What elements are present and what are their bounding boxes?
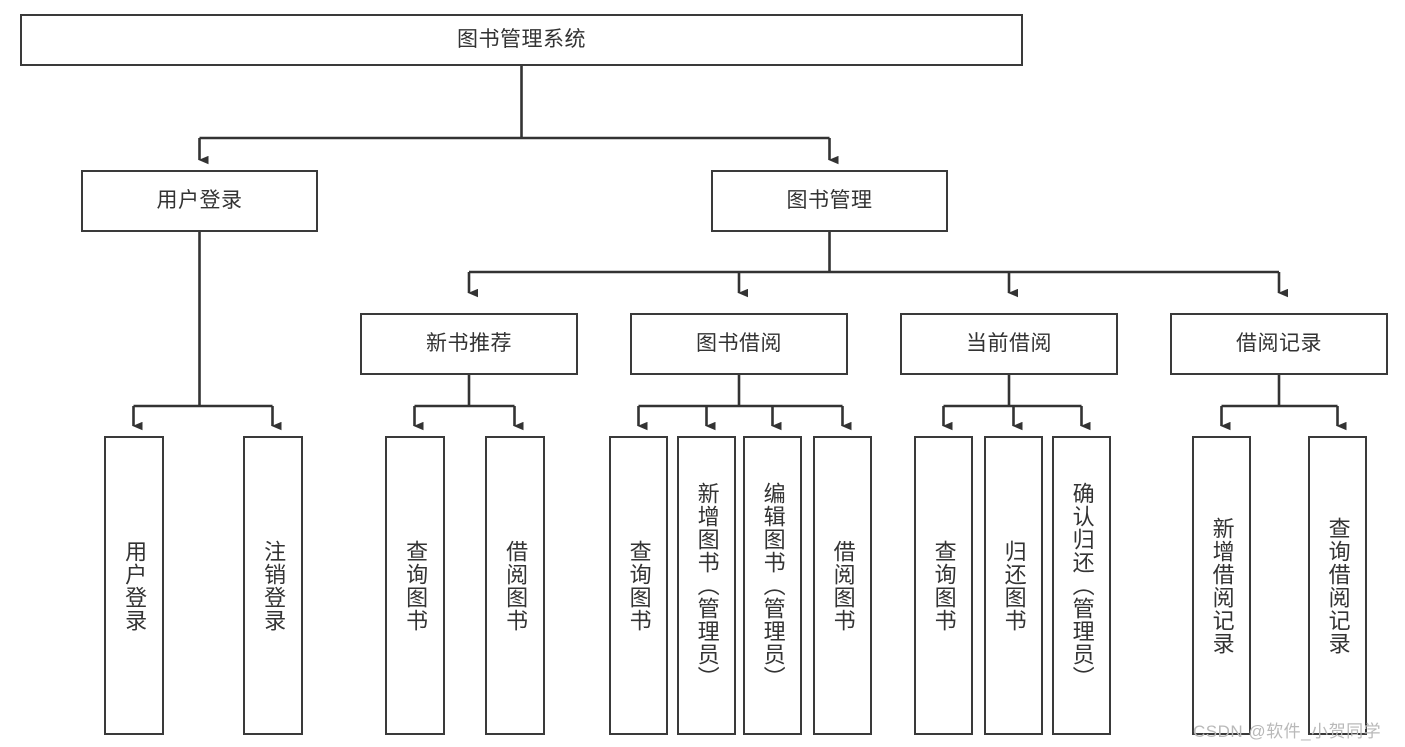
node-label: 新增图书（管理员） (694, 482, 720, 689)
leaf-return-book[interactable]: 归还图书 (984, 436, 1043, 735)
leaf-query-borrow-record[interactable]: 查询借阅记录 (1308, 436, 1367, 735)
edges-bookmgmt-to-level3 (467, 232, 1288, 298)
node-label: 查询图书 (403, 539, 429, 632)
edges-booklogin-to-leaves (132, 232, 282, 431)
node-label: 图书管理 (786, 189, 873, 213)
node-label: 用户登录 (122, 539, 148, 632)
node-label: 图书管理系统 (457, 28, 586, 52)
edges-newbook-to-leaves (413, 375, 524, 431)
node-label: 借阅图书 (503, 539, 529, 632)
node-label: 确认归还（管理员） (1069, 482, 1095, 689)
node-current-borrow[interactable]: 当前借阅 (900, 313, 1118, 375)
leaf-borrow-book-newbook[interactable]: 借阅图书 (485, 436, 545, 735)
node-label: 新增借阅记录 (1209, 516, 1235, 655)
node-label: 查询借阅记录 (1325, 516, 1351, 655)
edges-borrowrecord-to-leaves (1220, 375, 1347, 431)
node-label: 归还图书 (1001, 539, 1027, 632)
node-label: 查询图书 (626, 539, 652, 632)
node-new-book-recommend[interactable]: 新书推荐 (360, 313, 578, 375)
leaf-borrow-book[interactable]: 借阅图书 (813, 436, 872, 735)
leaf-add-borrow-record[interactable]: 新增借阅记录 (1192, 436, 1251, 735)
node-label: 图书借阅 (696, 332, 782, 356)
node-user-login[interactable]: 用户登录 (81, 170, 318, 232)
leaf-confirm-return-admin[interactable]: 确认归还（管理员） (1052, 436, 1111, 735)
edges-root-to-level2 (198, 66, 839, 165)
leaf-query-book-current[interactable]: 查询图书 (914, 436, 973, 735)
node-label: 当前借阅 (966, 332, 1052, 356)
node-label: 查询图书 (931, 539, 957, 632)
leaf-query-book-borrow[interactable]: 查询图书 (609, 436, 668, 735)
node-borrow-record[interactable]: 借阅记录 (1170, 313, 1388, 375)
node-label: 借阅记录 (1236, 332, 1322, 356)
node-book-management[interactable]: 图书管理 (711, 170, 948, 232)
leaf-logout-login[interactable]: 注销登录 (243, 436, 303, 735)
node-label: 借阅图书 (830, 539, 856, 632)
node-root-book-management-system[interactable]: 图书管理系统 (20, 14, 1023, 66)
node-label: 注销登录 (261, 539, 287, 632)
leaf-user-login[interactable]: 用户登录 (104, 436, 164, 735)
node-label: 编辑图书（管理员） (760, 482, 786, 689)
edges-currentborrow-to-leaves (942, 375, 1091, 431)
leaf-add-book-admin[interactable]: 新增图书（管理员） (677, 436, 736, 735)
csdn-watermark: CSDN @软件_小贺同学 (1193, 722, 1382, 741)
leaf-edit-book-admin[interactable]: 编辑图书（管理员） (743, 436, 802, 735)
leaf-query-book-newbook[interactable]: 查询图书 (385, 436, 445, 735)
node-book-borrow[interactable]: 图书借阅 (630, 313, 848, 375)
node-label: 新书推荐 (426, 332, 512, 356)
node-label: 用户登录 (156, 189, 243, 213)
edges-borrowbook-to-leaves (637, 375, 852, 431)
